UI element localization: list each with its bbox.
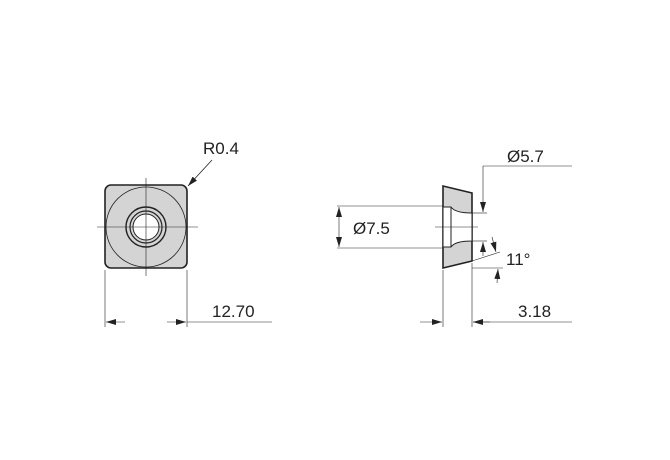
angle-label: 11°	[506, 250, 531, 269]
corner-radius-label: R0.4	[203, 139, 239, 158]
angle-arrow	[490, 236, 497, 253]
angle-line	[471, 251, 501, 262]
thickness-label: 3.18	[518, 302, 552, 321]
angle-arrow	[494, 268, 501, 284]
front-view	[97, 159, 272, 327]
side-view	[336, 165, 572, 327]
radius-leader	[187, 159, 213, 187]
counterbore-diameter-label: Ø7.5	[353, 219, 390, 238]
hole-diameter-label: Ø5.7	[507, 147, 544, 166]
width-label: 12.70	[212, 302, 255, 321]
